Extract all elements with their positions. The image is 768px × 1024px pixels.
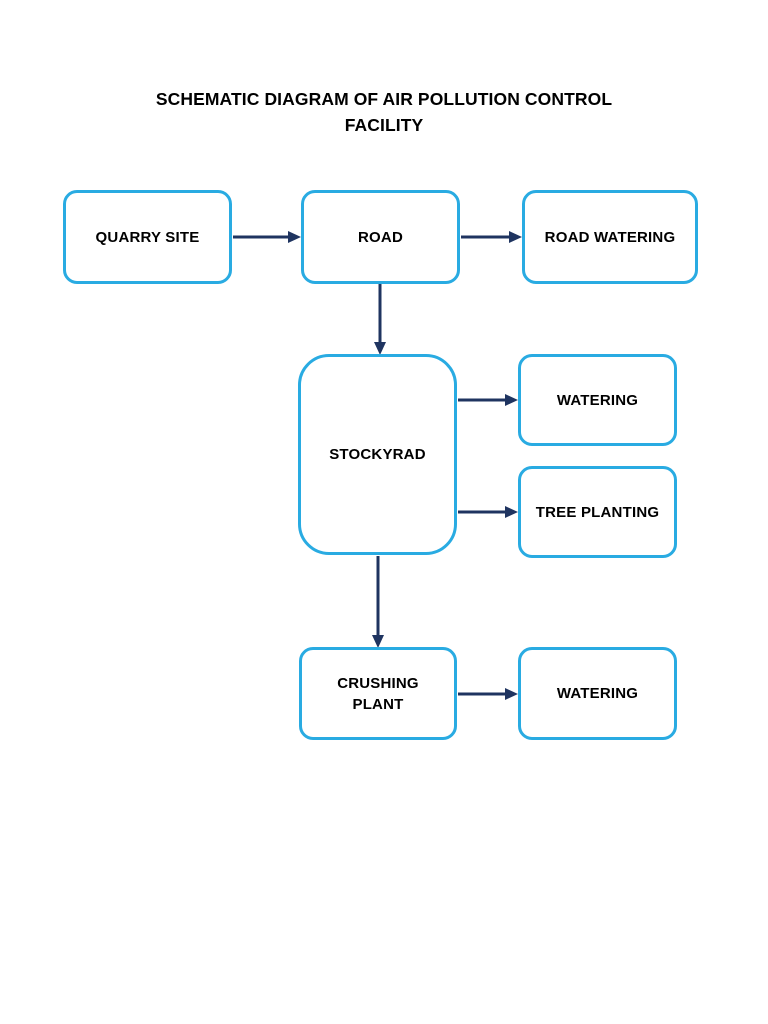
edge-road-to-stockyrad — [374, 284, 386, 355]
node-stockyrad[interactable]: STOCKYRAD — [298, 354, 457, 555]
node-road[interactable]: ROAD — [301, 190, 460, 284]
edge-road-to-road-watering — [461, 231, 522, 243]
node-road-label: ROAD — [358, 228, 403, 246]
diagram-title-line-1: SCHEMATIC DIAGRAM OF AIR POLLUTION CONTR… — [155, 89, 613, 109]
node-quarry-site-label: QUARRY SITE — [95, 228, 200, 246]
edge-stockyrad-to-crushing-plant — [372, 556, 384, 648]
diagram-title-line-2: FACILITY — [344, 115, 424, 135]
node-quarry-site[interactable]: QUARRY SITE — [63, 190, 232, 284]
node-road-watering[interactable]: ROAD WATERING — [522, 190, 698, 284]
node-road-watering-label: ROAD WATERING — [544, 228, 676, 246]
edge-stockyrad-to-watering-top — [458, 394, 518, 406]
node-watering-top[interactable]: WATERING — [518, 354, 677, 446]
node-tree-planting[interactable]: TREE PLANTING — [518, 466, 677, 558]
edge-quarry-site-to-road — [233, 231, 301, 243]
diagram-title: SCHEMATIC DIAGRAM OF AIR POLLUTION CONTR… — [84, 86, 684, 138]
node-watering-top-label: WATERING — [556, 391, 639, 409]
node-crushing-plant-label: CRUSHING PLANT — [337, 674, 419, 713]
node-watering-bottom-label: WATERING — [556, 685, 639, 702]
edge-stockyrad-to-tree-planting — [458, 506, 518, 518]
edge-crushing-plant-to-watering-bottom — [458, 688, 518, 700]
node-tree-planting-label: TREE PLANTING — [535, 503, 660, 521]
node-stockyrad-label: STOCKYRAD — [329, 446, 426, 463]
node-watering-bottom[interactable]: WATERING — [518, 647, 677, 740]
node-crushing-plant[interactable]: CRUSHING PLANT — [299, 647, 457, 740]
